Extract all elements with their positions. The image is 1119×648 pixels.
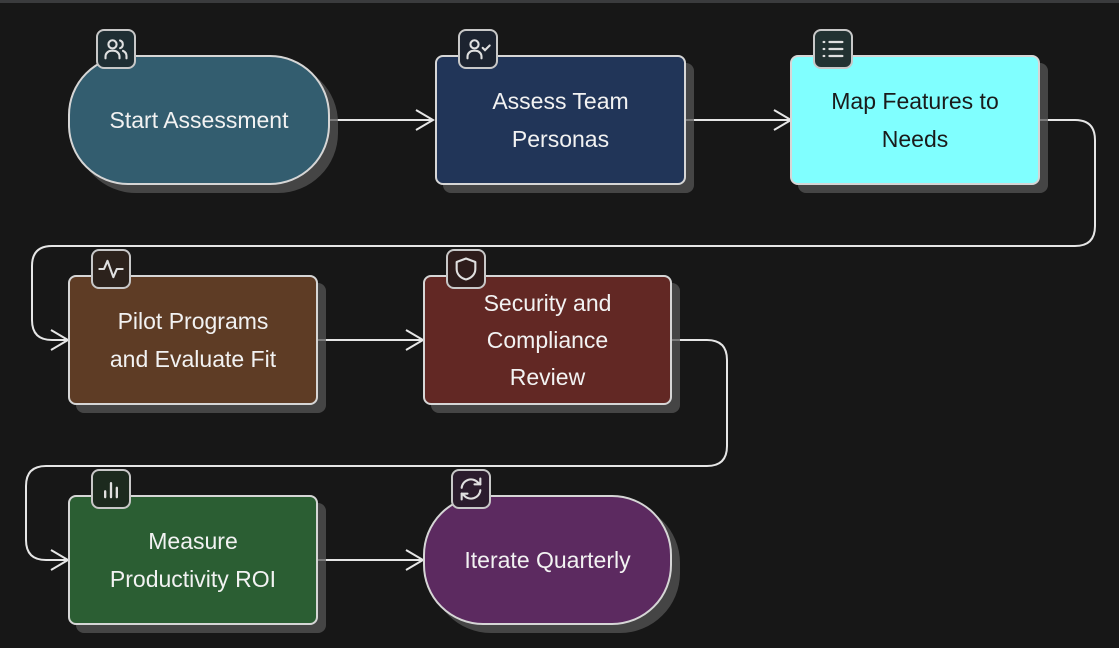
- node-label: Pilot Programs and Evaluate Fit: [109, 308, 277, 372]
- node-iterate-quarterly[interactable]: Iterate Quarterly: [423, 495, 672, 625]
- activity-icon: [91, 249, 131, 289]
- user-check-icon: [458, 29, 498, 69]
- shield-icon: [446, 249, 486, 289]
- bar-chart-icon: [91, 469, 131, 509]
- refresh-icon: [451, 469, 491, 509]
- node-label: Iterate Quarterly: [464, 547, 631, 573]
- node-assess-team-personas[interactable]: Assess Team Personas: [435, 55, 686, 185]
- edge-security-to-measure: [25, 339, 728, 561]
- node-map-features-to-needs[interactable]: Map Features to Needs: [790, 55, 1040, 185]
- node-label: Security and Compliance Review: [483, 289, 612, 390]
- node-security-compliance-review[interactable]: Security and Compliance Review: [423, 275, 672, 405]
- node-start-assessment[interactable]: Start Assessment: [68, 55, 330, 185]
- node-pilot-programs[interactable]: Pilot Programs and Evaluate Fit: [68, 275, 318, 405]
- top-border: [0, 0, 1119, 3]
- node-label: Start Assessment: [109, 107, 289, 133]
- node-label: Assess Team Personas: [492, 88, 629, 152]
- list-icon: [813, 29, 853, 69]
- node-label: Measure Productivity ROI: [109, 528, 277, 592]
- arrowhead-personas: [415, 109, 435, 131]
- node-label: Map Features to Needs: [831, 88, 999, 152]
- edge-features-to-pilot: [31, 119, 1096, 341]
- users-icon: [96, 29, 136, 69]
- node-measure-productivity-roi[interactable]: Measure Productivity ROI: [68, 495, 318, 625]
